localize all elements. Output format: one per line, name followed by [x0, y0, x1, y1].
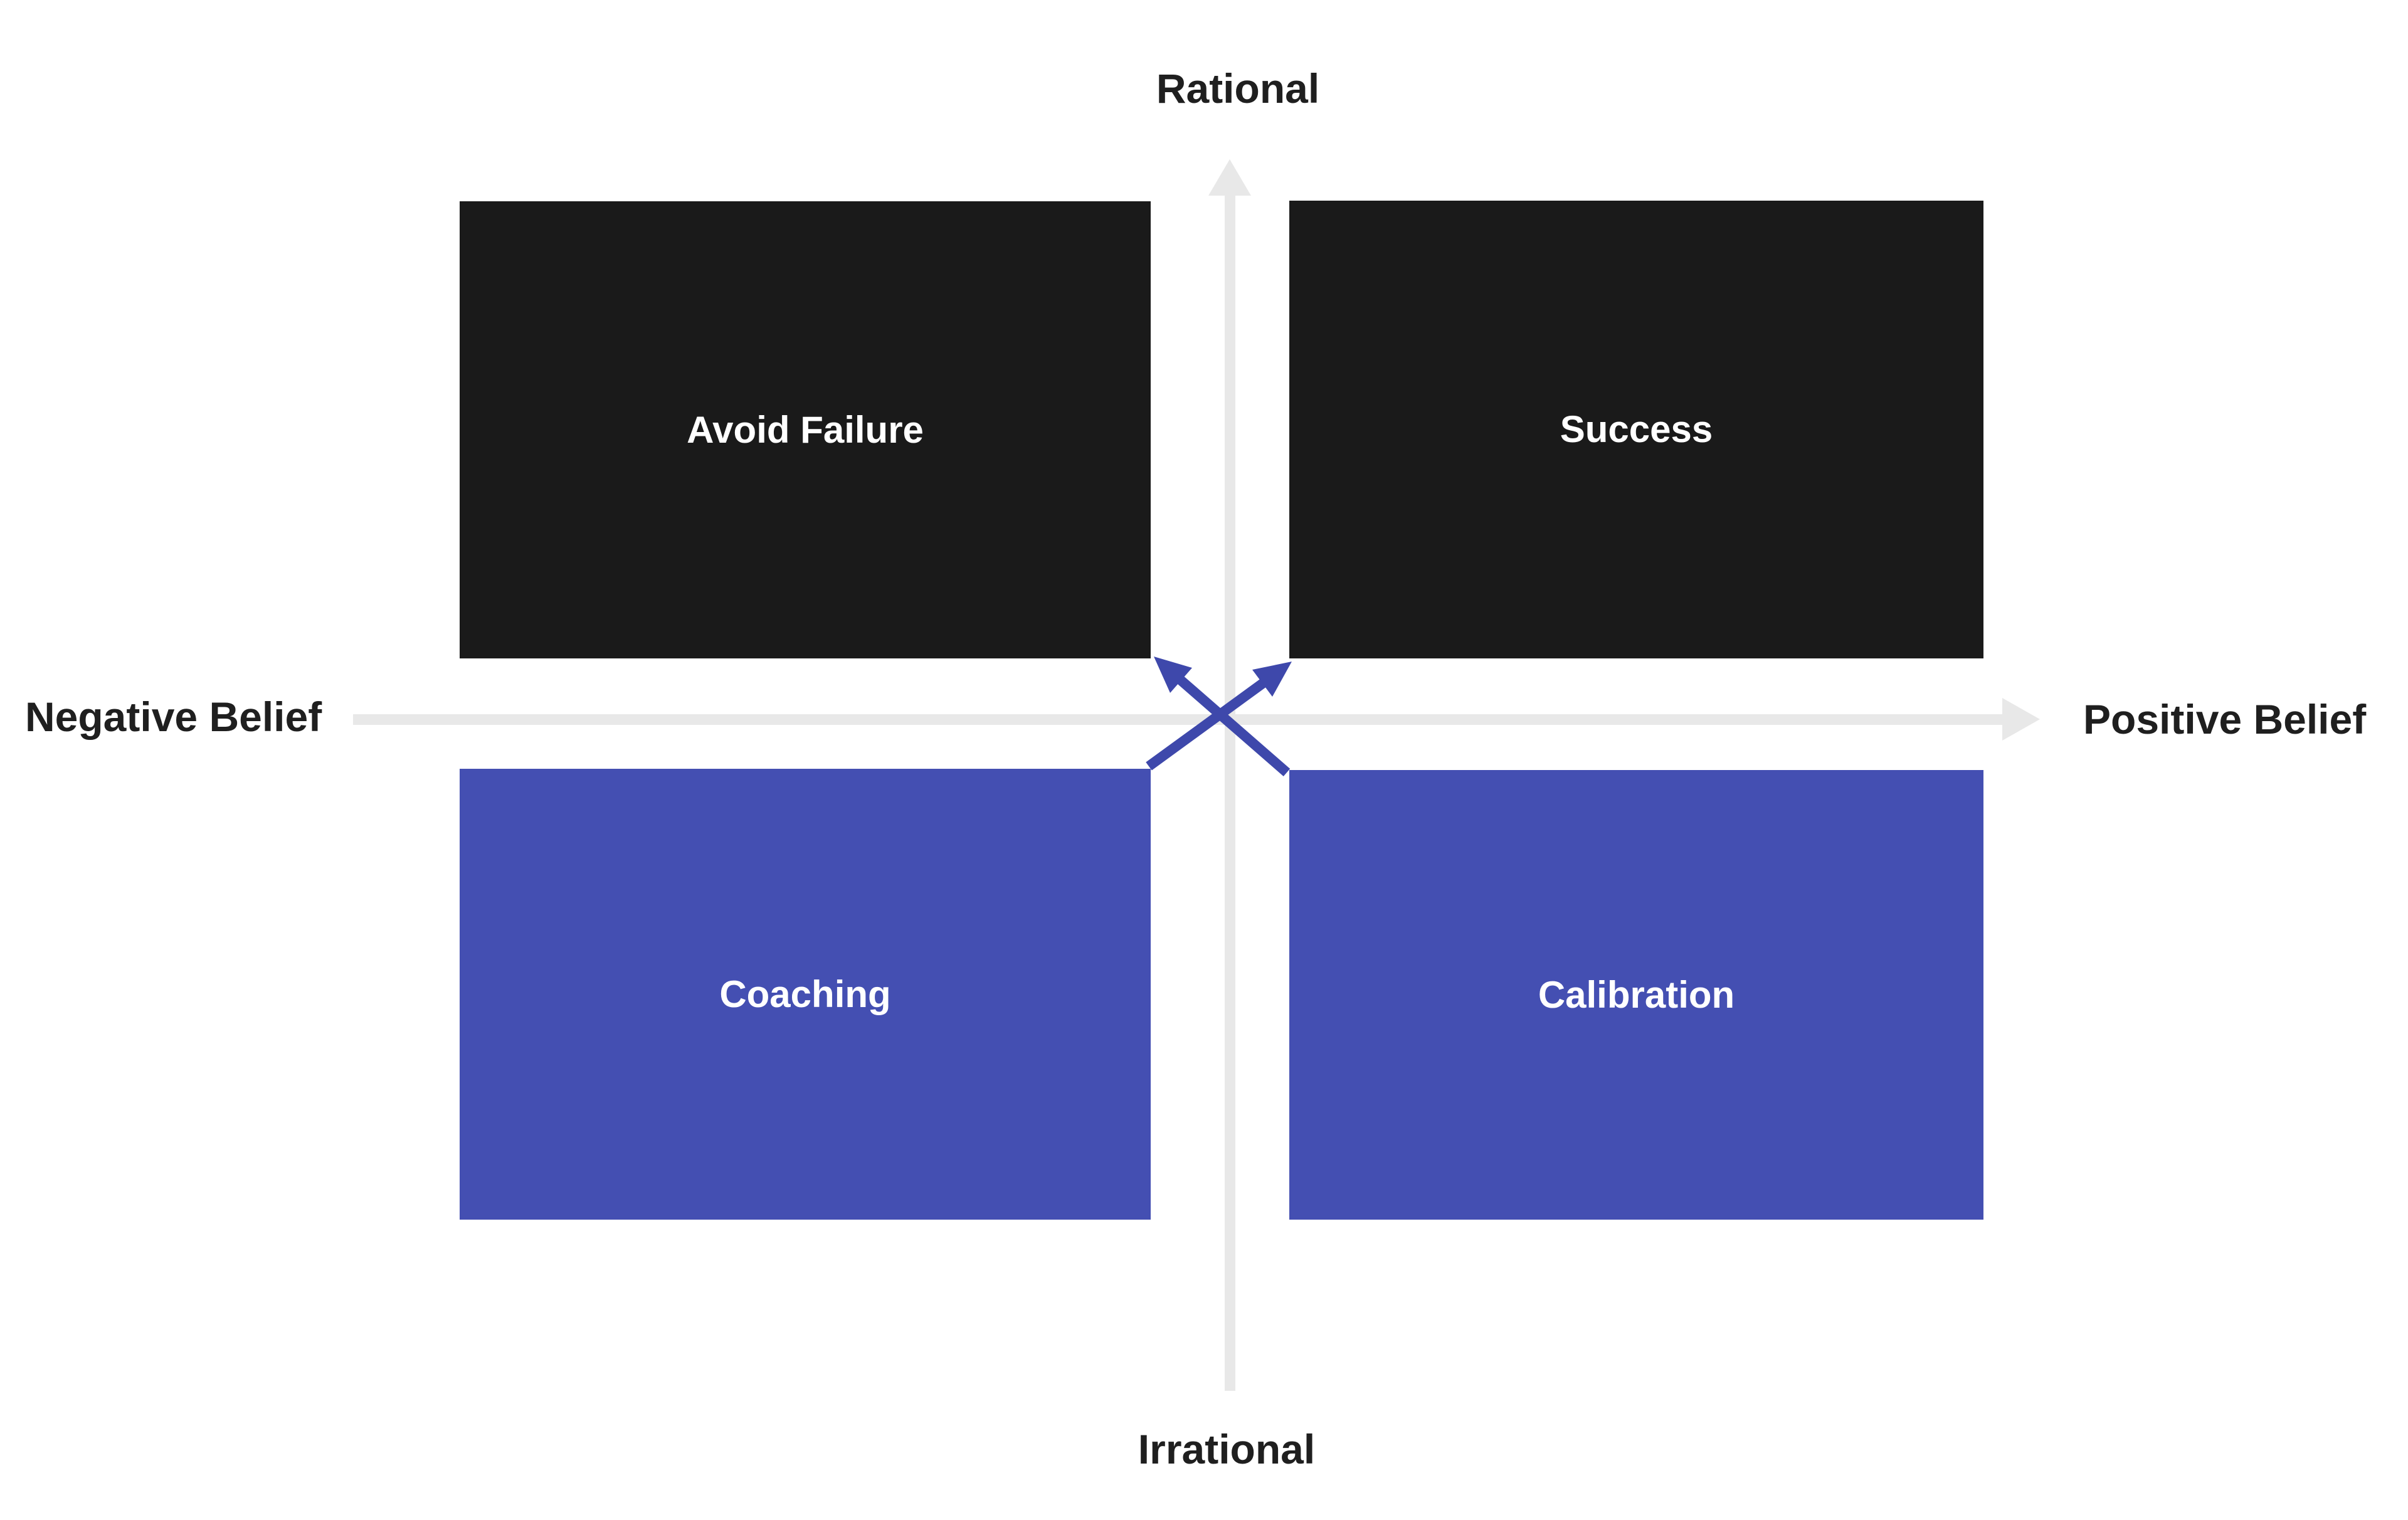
y-axis-arrowhead-icon	[1208, 159, 1251, 196]
quadrant-success-label: Success	[1560, 408, 1713, 450]
arrow-coaching-to-success	[1146, 678, 1267, 771]
y-axis-bottom-label: Irrational	[1138, 1426, 1316, 1472]
y-axis-line	[1225, 192, 1235, 1391]
arrow-calibration-to-avoid-failure	[1176, 675, 1291, 777]
quadrant-avoid-failure-label: Avoid Failure	[687, 408, 924, 451]
arrow-calibration-to-avoid-failure-head-icon	[1154, 657, 1192, 693]
x-axis-arrowhead-icon	[2002, 698, 2040, 741]
x-axis-right-label: Positive Belief	[2083, 696, 2367, 742]
x-axis-left-label: Negative Belief	[25, 694, 322, 740]
quadrant-calibration: Calibration	[1289, 770, 1983, 1220]
x-axis-line	[353, 714, 2004, 725]
arrow-coaching-to-success-head-icon	[1252, 662, 1292, 697]
quadrant-coaching-label: Coaching	[719, 973, 891, 1015]
quadrant-avoid-failure: Avoid Failure	[460, 201, 1151, 658]
quadrant-calibration-label: Calibration	[1538, 973, 1735, 1016]
quadrant-coaching: Coaching	[460, 769, 1151, 1220]
y-axis-top-label: Rational	[1156, 65, 1320, 112]
quadrant-success: Success	[1289, 201, 1983, 658]
